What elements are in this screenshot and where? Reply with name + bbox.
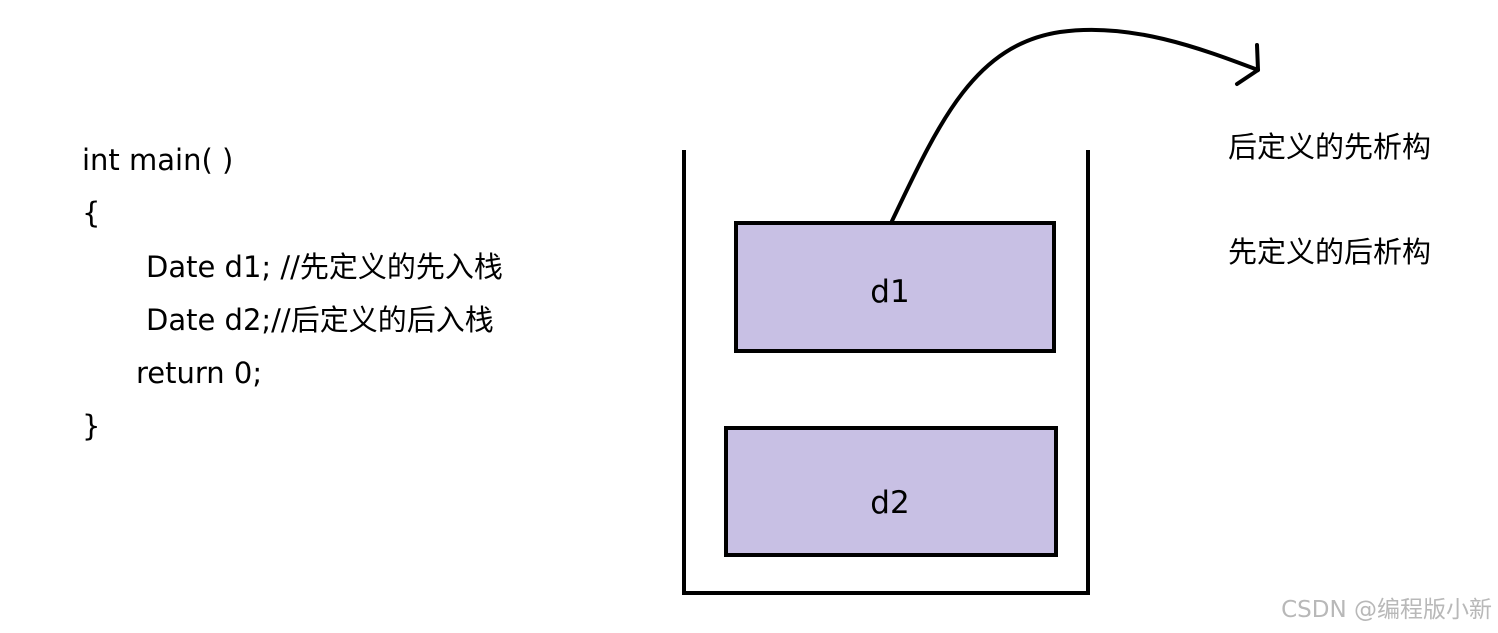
note-earlier-defined-destructed-later: 先定义的后析构 (1228, 235, 1432, 269)
stack-box-d1-label: d1 (870, 274, 910, 310)
stack-box-d2-label: d2 (870, 485, 910, 521)
code-line-date-d1: Date d1; //先定义的先入栈 (146, 250, 503, 284)
code-line-open-brace: { (82, 196, 101, 230)
watermark: CSDN @编程版小新 (1281, 597, 1492, 623)
code-line-return: return 0; (136, 356, 263, 390)
note-later-defined-destructed-first: 后定义的先析构 (1228, 130, 1432, 164)
stack-box-d2 (724, 426, 1058, 557)
pop-arrow-curve (890, 27, 1260, 223)
stack-box-d1 (734, 221, 1056, 353)
code-line-date-d2: Date d2;//后定义的后入栈 (146, 303, 494, 337)
code-line-close-brace: } (82, 409, 101, 443)
code-line-main: int main( ) (82, 143, 234, 177)
stack-container (682, 150, 1090, 595)
pop-arrow-head (1235, 43, 1260, 86)
